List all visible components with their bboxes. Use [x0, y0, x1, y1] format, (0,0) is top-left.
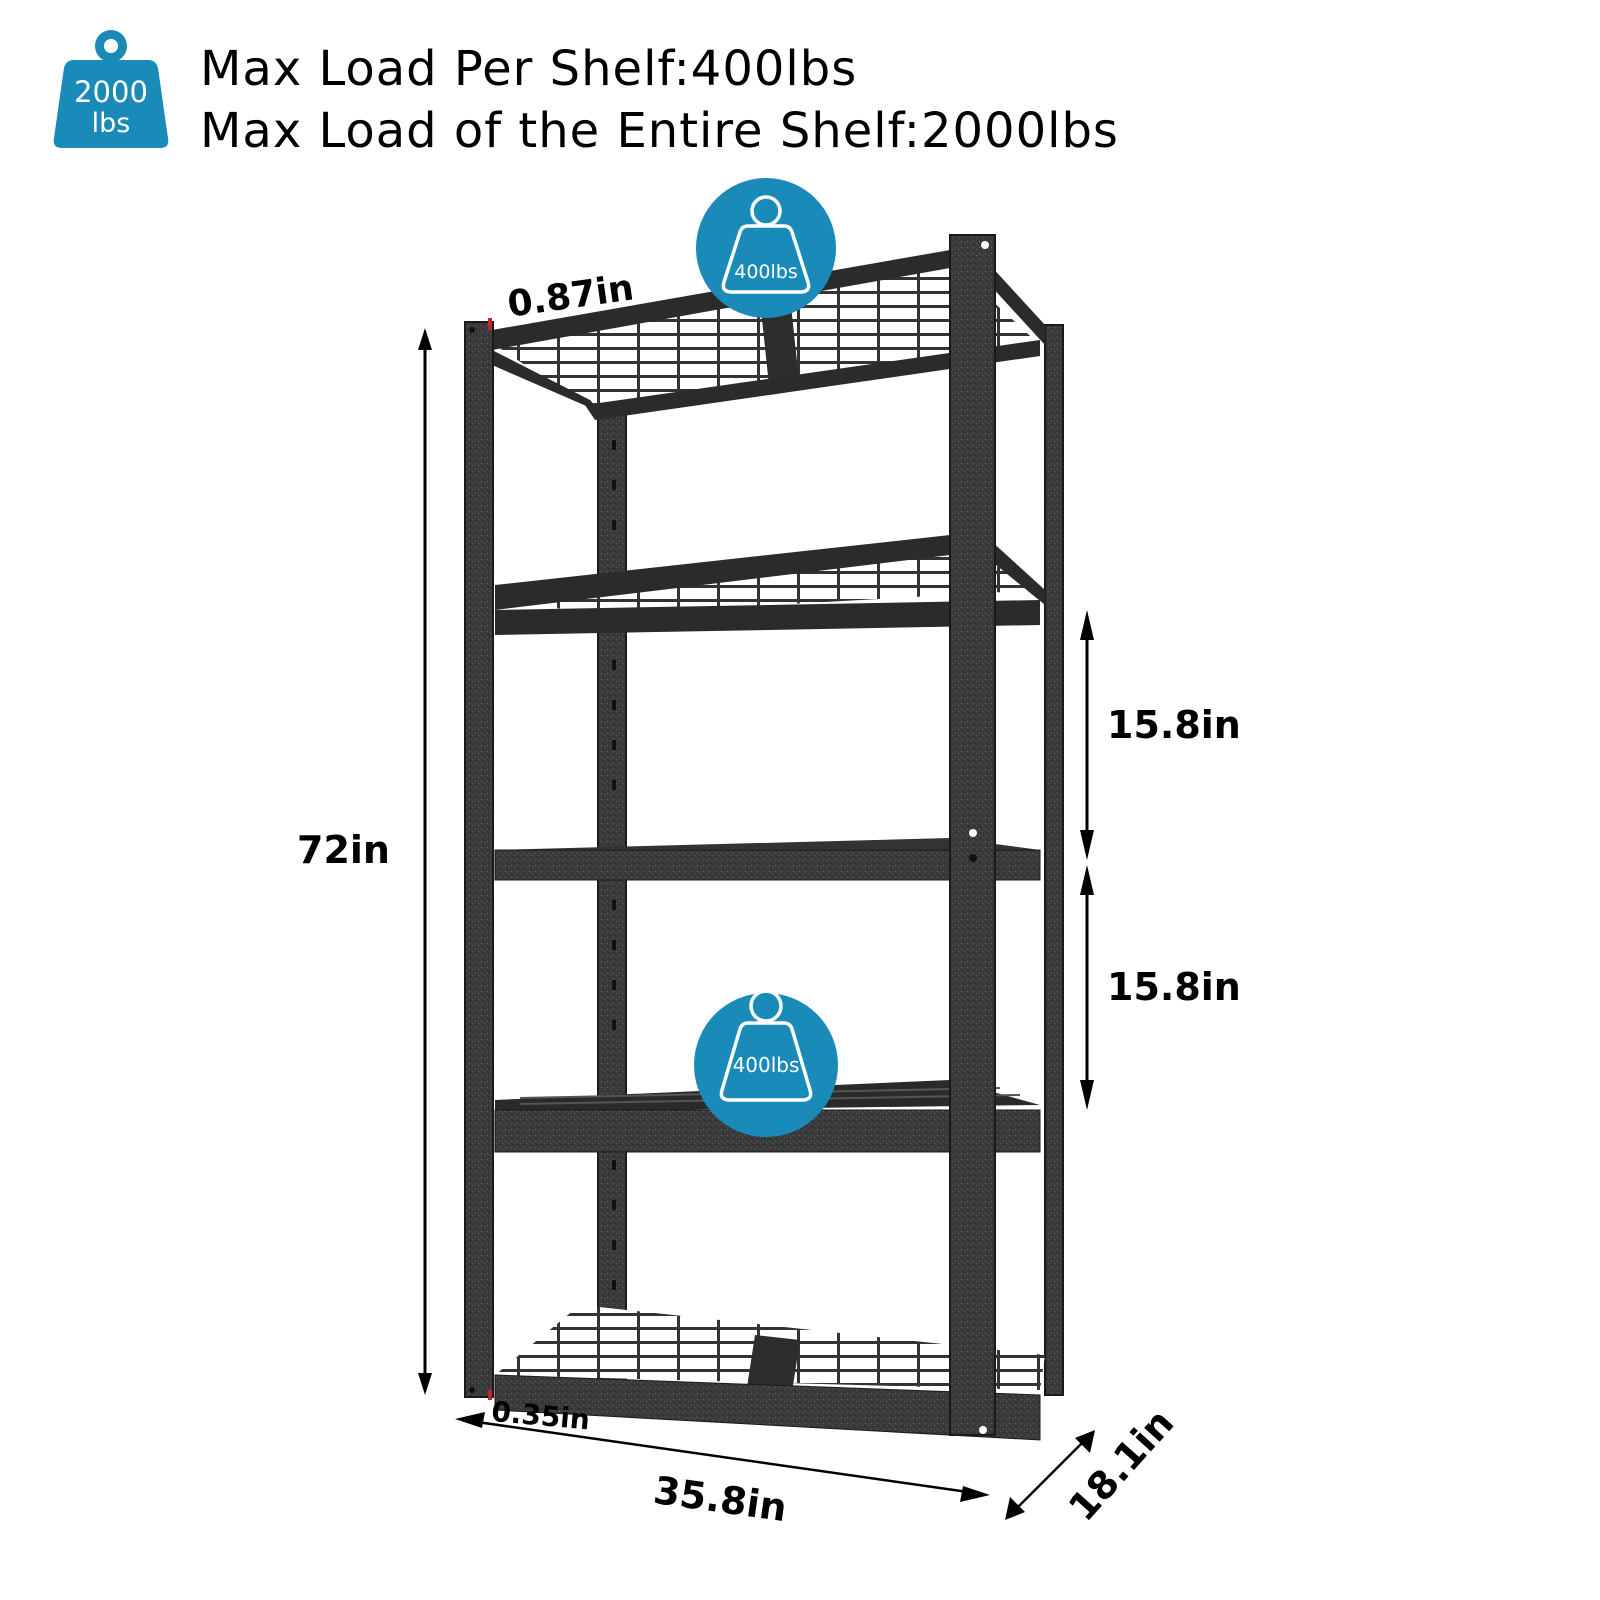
front-left-upright — [464, 318, 494, 1400]
svg-text:2000: 2000 — [74, 75, 148, 109]
weight-icon — [719, 989, 813, 1102]
upper-shelf-gap-label: 15.8in — [1107, 703, 1241, 747]
height-label: 72in — [297, 828, 390, 872]
lower-shelf-gap-label: 15.8in — [1107, 965, 1241, 1009]
svg-text:400lbs: 400lbs — [734, 261, 798, 283]
svg-text:lbs: lbs — [92, 108, 131, 139]
top-load-badge: 400lbs — [696, 178, 836, 318]
back-left-upright — [597, 409, 627, 1411]
svg-text:400lbs: 400lbs — [733, 1053, 800, 1077]
max-load-entire-shelf: Max Load of the Entire Shelf:2000lbs — [200, 103, 1119, 159]
width-arrow — [469, 1419, 976, 1495]
load-capacity-text: Max Load Per Shelf:400lbs Max Load of th… — [200, 38, 1119, 162]
max-load-per-shelf: Max Load Per Shelf:400lbs — [200, 41, 858, 97]
dimension-arrows — [418, 328, 1095, 1520]
max-load-badge: 2000 lbs — [52, 26, 170, 150]
shelf-5-wire-deck — [494, 1305, 1045, 1441]
shelf-2-wire-deck — [495, 535, 1045, 635]
lower-load-badge: 400lbs — [694, 989, 838, 1137]
front-right-upright — [949, 234, 996, 1436]
weight-icon — [721, 195, 811, 294]
back-right-upright — [1044, 324, 1064, 1396]
weight-icon: 2000 lbs — [53, 30, 169, 148]
depth-arrow — [1014, 1439, 1086, 1511]
